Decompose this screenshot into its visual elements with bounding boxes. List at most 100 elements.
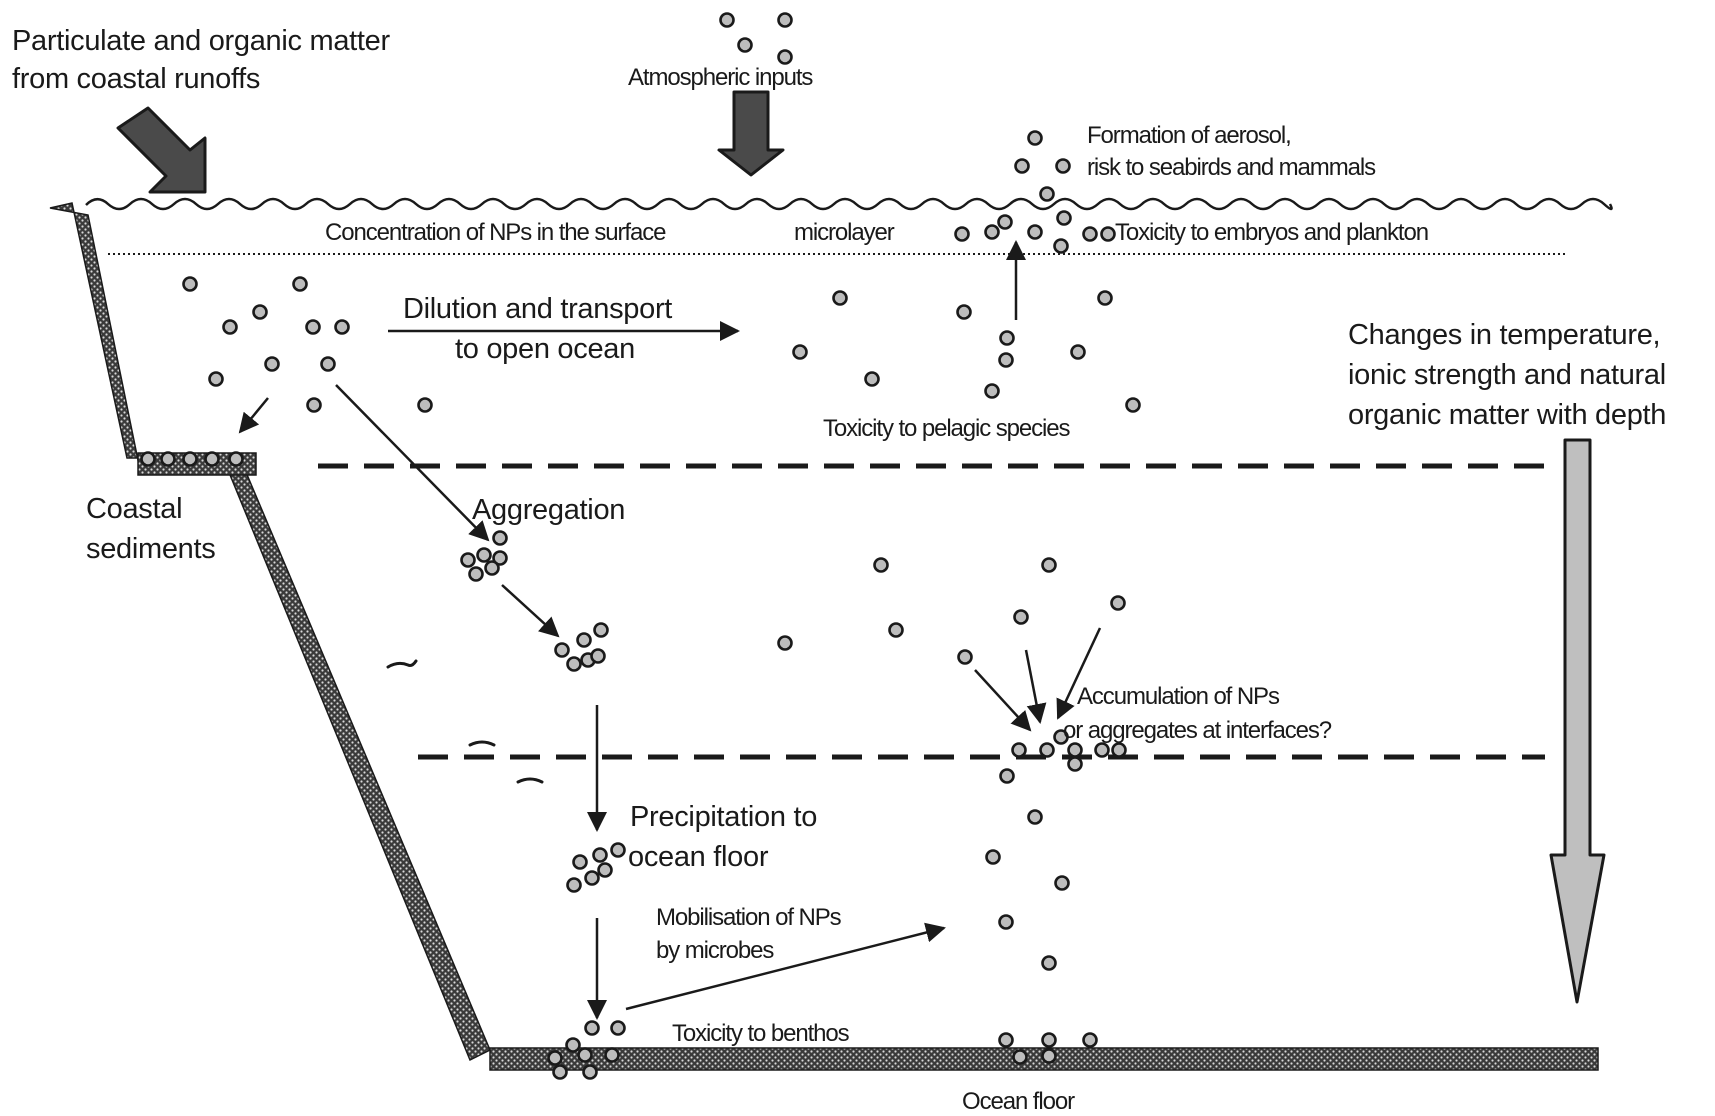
interface-arrow-left (974, 669, 1032, 732)
nanoparticle-icon (1067, 742, 1083, 758)
nanoparticle-icon (1056, 210, 1072, 226)
atmospheric-inputs-label: Atmospheric inputs (628, 64, 813, 91)
depth-changes-label: Changes in temperature, (1348, 319, 1660, 351)
aggregate-sinking-arrow (501, 584, 560, 638)
coastal-sediments-label: sediments (86, 533, 215, 565)
nanoparticle-icon (610, 842, 626, 858)
microbe-squiggle (468, 740, 496, 747)
nanoparticle-icon (264, 356, 280, 372)
atmospheric-input-arrow (717, 90, 785, 177)
nanoparticle-icon (1053, 238, 1069, 254)
aerosol-label: Formation of aerosol, (1087, 122, 1291, 149)
nanoparticle-icon (997, 214, 1013, 230)
nanoparticle-icon (582, 1064, 598, 1080)
nanoparticle-icon (737, 37, 753, 53)
sea-surface-wave (85, 197, 1613, 211)
aggregation-label: Aggregation (472, 494, 625, 526)
nanoparticle-icon (305, 319, 321, 335)
nanoparticle-icon (1041, 1048, 1057, 1064)
accumulation-label: or aggregates at interfaces? (1063, 717, 1332, 744)
toxicity-benthos-label: Toxicity to benthos (672, 1020, 850, 1047)
nanoparticle-icon (222, 319, 238, 335)
nanoparticle-icon (1053, 729, 1069, 745)
nanoparticle-icon (957, 649, 973, 665)
nanoparticle-icon (566, 656, 582, 672)
nanoparticle-icon (1067, 756, 1083, 772)
microbe-squiggle (386, 659, 418, 669)
nanoparticle-icon (1041, 1032, 1057, 1048)
nanoparticle-icon (182, 451, 198, 467)
nanoparticle-icon (1041, 557, 1057, 573)
nanoparticle-icon (565, 1037, 581, 1053)
nanoparticle-icon (1027, 809, 1043, 825)
nanoparticle-icon (604, 1047, 620, 1063)
nanoparticle-icon (864, 371, 880, 387)
depth-changes-label: organic matter with depth (1348, 399, 1666, 431)
nanoparticle-icon (547, 1050, 563, 1066)
aerosol-label: risk to seabirds and mammals (1087, 154, 1376, 181)
nanoparticle-icon (140, 451, 156, 467)
mobilisation-arrow (625, 922, 946, 1011)
nanoparticle-icon (777, 635, 793, 651)
nanoparticle-icon (985, 849, 1001, 865)
nanoparticle-icon (320, 356, 336, 372)
nanoparticle-icon (306, 397, 322, 413)
nanoparticle-icon (1125, 397, 1141, 413)
coastal-sediments-label: Coastal (86, 493, 182, 525)
nanoparticle-icon (492, 550, 508, 566)
coastal-runoffs-label: Particulate and organic matter (12, 25, 391, 57)
depth-changes-label: ionic strength and natural (1348, 359, 1666, 391)
nanoparticle-icon (954, 226, 970, 242)
nanoparticle-icon (719, 12, 735, 28)
precipitation-label: Precipitation to (630, 801, 817, 833)
nanoparticle-icon (956, 304, 972, 320)
surface-concentration-label: Concentration of NPs in the surface (325, 219, 666, 246)
interface-arrow-middle (1024, 649, 1047, 724)
nanoparticle-icon (1012, 1049, 1028, 1065)
nanoparticle-icon (1041, 955, 1057, 971)
nanoparticle-icon (552, 1064, 568, 1080)
nanoparticle-icon (832, 290, 848, 306)
nanoparticle-icon (1094, 742, 1110, 758)
nanoparticle-icon (572, 854, 588, 870)
nanoparticle-icon (998, 914, 1014, 930)
nanoparticle-icon (334, 319, 350, 335)
nanoparticle-icon (610, 1020, 626, 1036)
ocean-floor-label: Ocean floor (962, 1088, 1075, 1115)
nanoparticle-icon (484, 560, 500, 576)
coastal-slope (49, 202, 491, 1062)
nanoparticle-icon (597, 862, 613, 878)
mobilisation-label: Mobilisation of NPs (656, 904, 842, 931)
toxicity-pelagic-label: Toxicity to pelagic species (823, 415, 1071, 442)
depth-gradient-arrow (1549, 438, 1606, 1004)
nanoparticle-icon (1055, 158, 1071, 174)
nanoparticle-icon (1039, 742, 1055, 758)
nanoparticle-icon (1082, 226, 1098, 242)
nanoparticle-icon (1027, 224, 1043, 240)
nanoparticle-icon (576, 632, 592, 648)
nanoparticle-icon (998, 352, 1014, 368)
nanoparticle-icon (228, 451, 244, 467)
nanoparticle-icon (476, 547, 492, 563)
nanoparticle-icon (1013, 609, 1029, 625)
nanoparticle-icon (777, 49, 793, 65)
coastal-deposition-arrow (238, 397, 269, 434)
nanoparticle-icon (1011, 742, 1027, 758)
nanoparticle-icon (417, 397, 433, 413)
nanoparticle-icon (160, 451, 176, 467)
nanoparticle-icon (1014, 158, 1030, 174)
nanoparticle-icon (1082, 1032, 1098, 1048)
nanoparticle-icon (252, 304, 268, 320)
nanoparticle-icon (777, 12, 793, 28)
microlayer-label: microlayer (794, 219, 895, 246)
nanoparticle-icon (888, 622, 904, 638)
nanoparticle-icon (182, 276, 198, 292)
nanoparticle-icon (590, 648, 606, 664)
nanoparticle-icon (492, 530, 508, 546)
nanoparticle-icon (584, 1020, 600, 1036)
nanoparticle-icon (984, 383, 1000, 399)
process-arrows (238, 240, 1102, 1020)
nanoparticle-icon (1111, 742, 1127, 758)
nanoparticle-icon (292, 276, 308, 292)
